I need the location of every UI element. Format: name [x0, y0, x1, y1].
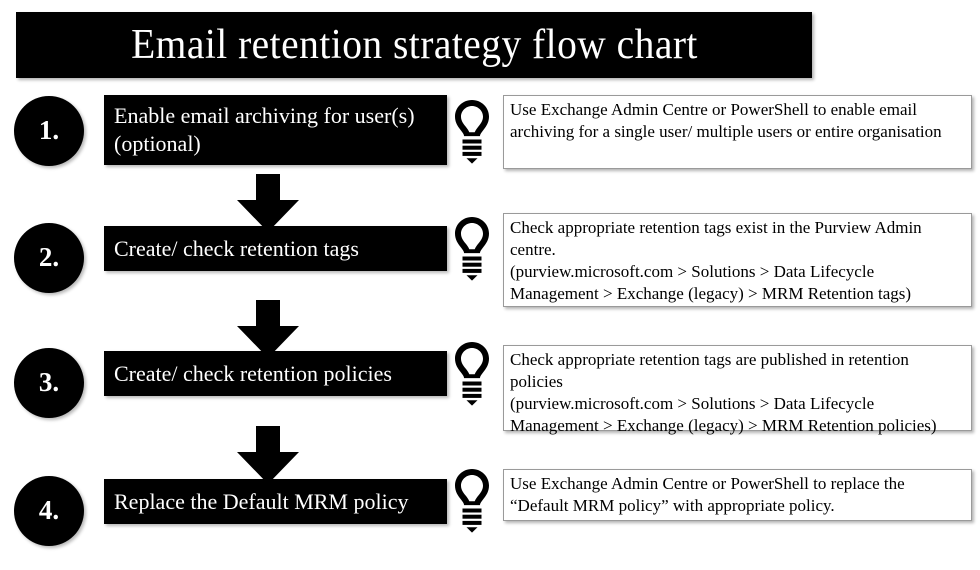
step-number-badge-2: 2.	[14, 223, 84, 293]
flow-step-4: 4. Replace the Default MRM policy Use Ex…	[0, 469, 980, 563]
step-number-badge-1: 1.	[14, 96, 84, 166]
lightbulb-icon	[452, 340, 492, 406]
step-note-text-3: Check appropriate retention tags are pub…	[510, 350, 937, 436]
flow-step-3: 3. Create/ check retention policies Chec…	[0, 342, 980, 435]
step-note-2: Check appropriate retention tags exist i…	[503, 213, 972, 307]
step-label-3: Create/ check retention policies	[114, 360, 392, 386]
step-number-4: 4.	[38, 494, 60, 525]
step-note-text-4: Use Exchange Admin Centre or PowerShell …	[510, 474, 905, 516]
lightbulb-icon	[452, 98, 492, 164]
step-number-badge-3: 3.	[14, 348, 84, 418]
page-title: Email retention strategy flow chart	[130, 22, 698, 68]
step-label-2: Create/ check retention tags	[114, 235, 359, 261]
arrow-down-icon	[237, 300, 299, 358]
step-label-1: Enable email archiving for user(s) (opti…	[114, 103, 415, 156]
step-note-text-1: Use Exchange Admin Centre or PowerShell …	[510, 100, 942, 142]
arrow-down-icon	[237, 426, 299, 484]
step-number-1: 1.	[38, 114, 60, 145]
step-box-3[interactable]: Create/ check retention policies	[104, 351, 447, 396]
chart-title-banner: Email retention strategy flow chart	[16, 12, 812, 78]
step-label-4: Replace the Default MRM policy	[114, 488, 409, 514]
step-note-text-2: Check appropriate retention tags exist i…	[510, 218, 922, 304]
step-box-1[interactable]: Enable email archiving for user(s) (opti…	[104, 95, 447, 165]
step-note-3: Check appropriate retention tags are pub…	[503, 345, 972, 435]
arrow-down-icon	[237, 174, 299, 232]
step-note-1: Use Exchange Admin Centre or PowerShell …	[503, 95, 972, 169]
step-box-4[interactable]: Replace the Default MRM policy	[104, 479, 447, 524]
flow-step-1: 1. Enable email archiving for user(s) (o…	[0, 95, 980, 170]
step-number-3: 3.	[38, 366, 60, 397]
step-box-2[interactable]: Create/ check retention tags	[104, 226, 447, 271]
flow-step-2: 2. Create/ check retention tags Check ap…	[0, 213, 980, 310]
lightbulb-icon	[452, 467, 492, 533]
lightbulb-icon	[452, 215, 492, 281]
step-number-2: 2.	[38, 241, 60, 272]
step-note-4: Use Exchange Admin Centre or PowerShell …	[503, 469, 972, 521]
step-number-badge-4: 4.	[14, 476, 84, 546]
